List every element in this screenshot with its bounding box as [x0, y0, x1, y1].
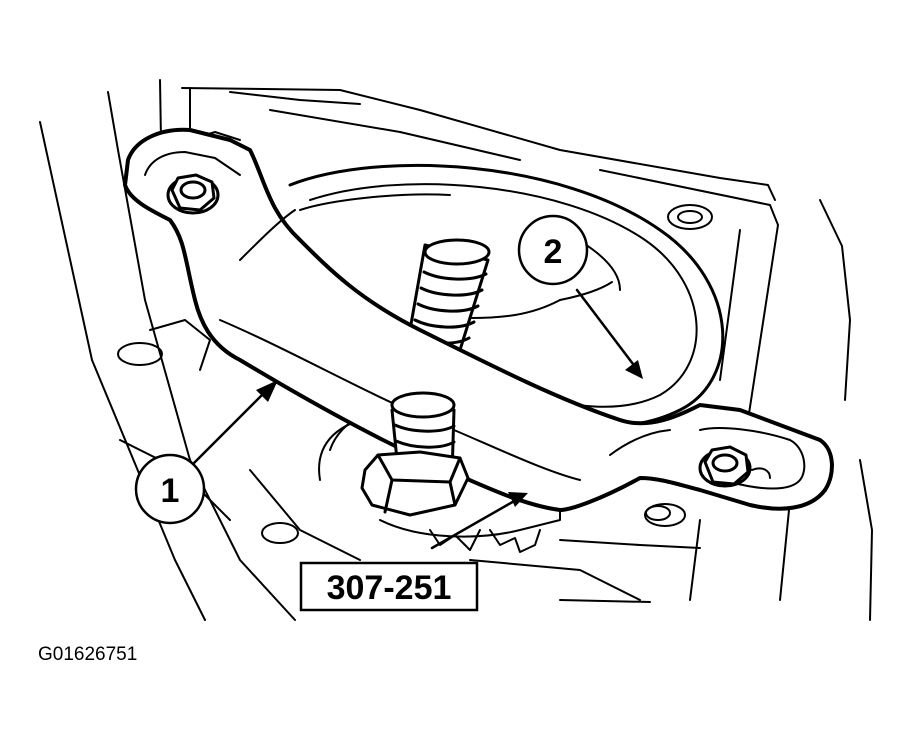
tool-number-box: 307-251 [299, 561, 479, 612]
callout-1: 1 [134, 453, 206, 525]
callout-1-label: 1 [161, 472, 180, 510]
figure-code: G01626751 [38, 644, 137, 665]
callout-arrows [190, 288, 638, 550]
callout-2-label: 2 [544, 233, 563, 271]
upper-threaded-stud [408, 238, 491, 352]
forcing-screw [360, 391, 470, 517]
fixture-bolt-left [166, 173, 220, 215]
fixture-bolt-right [698, 445, 771, 488]
callout-2: 2 [517, 214, 589, 286]
arrowheads [256, 360, 643, 507]
housing-holes [117, 204, 713, 544]
tool-number-label: 307-251 [327, 569, 452, 607]
